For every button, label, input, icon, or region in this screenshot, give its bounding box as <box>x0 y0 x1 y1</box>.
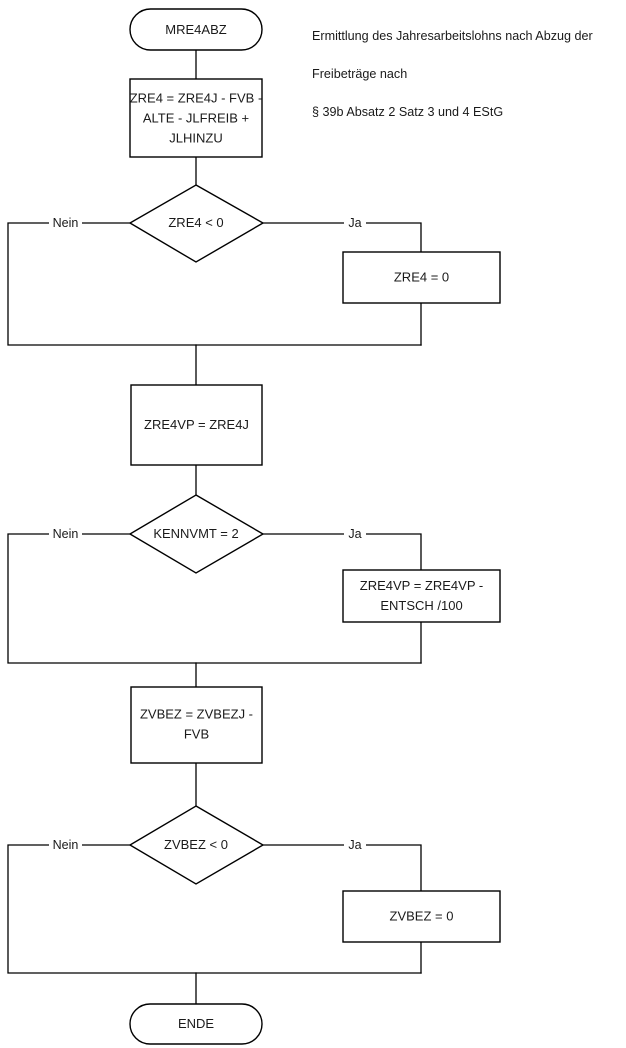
proc-zvbez-shape <box>130 686 263 764</box>
node-proc-zre4vp[interactable]: ZRE4VP = ZRE4J <box>130 384 263 466</box>
node-proc-zvbez[interactable]: ZVBEZ = ZVBEZJ - FVB <box>130 686 263 764</box>
edge-dec-zvbez-ja <box>262 844 422 892</box>
node-start-terminal[interactable]: MRE4ABZ <box>129 8 263 51</box>
decision-kennvmt-shape <box>128 494 265 574</box>
node-proc-zre4[interactable]: ZRE4 = ZRE4J - FVB - ALTE - JLFREIB + JL… <box>129 78 263 158</box>
decision-kennvmt-label: KENNVMT = 2 <box>153 526 238 541</box>
decision-zre4-label: ZRE4 < 0 <box>168 215 223 230</box>
proc-zre4-label-line2: ALTE - JLFREIB + <box>143 110 249 125</box>
label-bg-ja-3 <box>344 837 366 853</box>
proc-zvbez-zero-label: ZVBEZ = 0 <box>390 908 454 923</box>
proc-entsch-label-line1: ZRE4VP = ZRE4VP - <box>360 578 483 593</box>
edge-label-layer: Nein Ja Nein Ja Nein Ja <box>49 215 366 853</box>
edge-dec-zre4-ja <box>262 222 422 253</box>
edge-label-nein-zre4: Nein <box>53 216 79 230</box>
end-terminal-shape <box>129 1003 263 1045</box>
proc-zre4-zero-shape <box>342 251 501 304</box>
node-proc-zre4-zero[interactable]: ZRE4 = 0 <box>342 251 501 304</box>
decision-zvbez-shape <box>128 805 265 885</box>
node-decision-zre4[interactable]: ZRE4 < 0 <box>128 184 265 263</box>
edge-label-ja-kennvmt: Ja <box>348 527 361 541</box>
label-bg-nein-2 <box>49 526 82 542</box>
proc-zre4vp-label: ZRE4VP = ZRE4J <box>144 417 249 432</box>
diagram-title-line-2: Freibeträge nach <box>312 67 408 81</box>
node-proc-zvbez-zero[interactable]: ZVBEZ = 0 <box>342 890 501 943</box>
label-bg-nein-1 <box>49 215 82 231</box>
edge-label-ja-zre4: Ja <box>348 216 361 230</box>
end-terminal-label: ENDE <box>178 1016 214 1031</box>
proc-zre4-shape <box>129 78 263 158</box>
decision-zvbez-label: ZVBEZ < 0 <box>164 837 228 852</box>
proc-zvbez-label-line2: FVB <box>184 726 209 741</box>
node-end-terminal[interactable]: ENDE <box>129 1003 263 1045</box>
start-terminal-shape <box>129 8 263 51</box>
label-bg-ja-2 <box>344 526 366 542</box>
edge-dec-kennvmt-ja <box>262 533 422 571</box>
node-proc-entsch[interactable]: ZRE4VP = ZRE4VP - ENTSCH /100 <box>342 569 501 623</box>
decision-zre4-shape <box>128 184 265 263</box>
diagram-title-line-3: § 39b Absatz 2 Satz 3 und 4 EStG <box>312 105 504 119</box>
proc-entsch-shape <box>342 569 501 623</box>
diagram-title-line-1: Ermittlung des Jahresarbeitslohns nach A… <box>312 29 593 43</box>
diagram-title-note: Ermittlung des Jahresarbeitslohns nach A… <box>312 8 618 141</box>
proc-zvbez-label-line1: ZVBEZ = ZVBEZJ - <box>140 706 253 721</box>
edge-label-ja-zvbez: Ja <box>348 838 361 852</box>
proc-zre4vp-shape <box>130 384 263 466</box>
proc-zre4-label-line3: JLHINZU <box>169 130 222 145</box>
proc-zre4-zero-label: ZRE4 = 0 <box>394 269 449 284</box>
label-bg-ja-1 <box>344 215 366 231</box>
label-bg-nein-3 <box>49 837 82 853</box>
node-decision-kennvmt[interactable]: KENNVMT = 2 <box>128 494 265 574</box>
edge-label-nein-zvbez: Nein <box>53 838 79 852</box>
start-terminal-label: MRE4ABZ <box>165 22 226 37</box>
proc-zre4-label-line1: ZRE4 = ZRE4J - FVB - <box>130 90 263 105</box>
proc-entsch-label-line2: ENTSCH /100 <box>380 598 462 613</box>
node-decision-zvbez[interactable]: ZVBEZ < 0 <box>128 805 265 885</box>
proc-zvbez-zero-shape <box>342 890 501 943</box>
edge-label-nein-kennvmt: Nein <box>53 527 79 541</box>
